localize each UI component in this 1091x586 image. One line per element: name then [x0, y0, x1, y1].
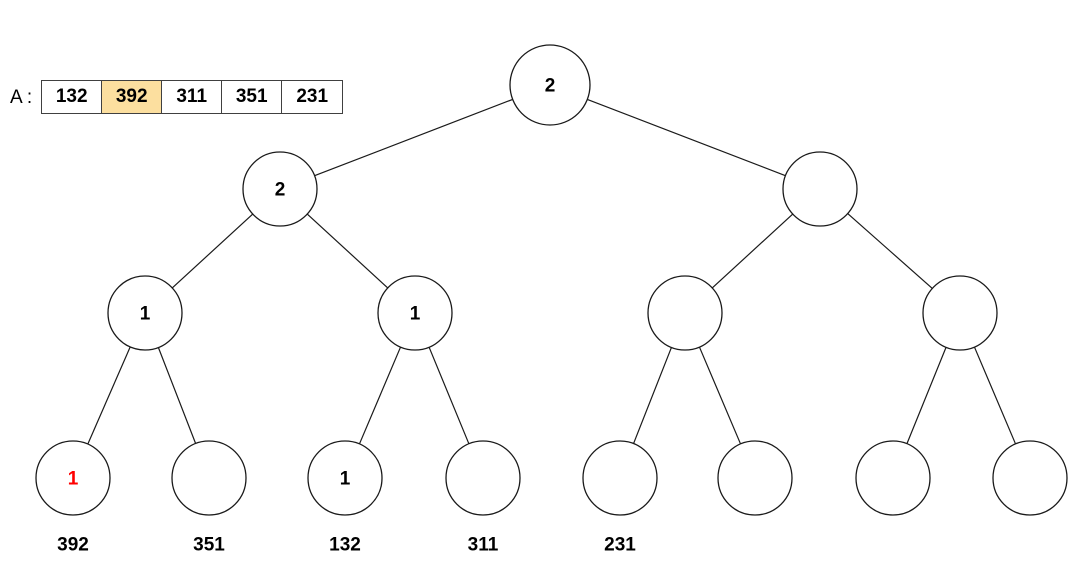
tree-node-n8[interactable]	[171, 440, 247, 516]
tree-edge-n3-n8	[157, 347, 197, 444]
tree-edge-n1-n3	[171, 213, 254, 289]
tree-edge-n6-n13	[906, 347, 947, 444]
node-circle-n7	[35, 440, 111, 516]
node-circle-n13	[855, 440, 931, 516]
node-value-n0: 2	[545, 76, 556, 97]
tree-node-n11[interactable]	[582, 440, 658, 516]
tree-edge-n2-n6	[847, 213, 933, 289]
leaf-label-n9: 132	[329, 535, 361, 556]
node-circle-n9	[307, 440, 383, 516]
tree-node-n14[interactable]	[992, 440, 1068, 516]
tree-edge-n5-n12	[698, 346, 742, 445]
tree-edge-n5-n11	[633, 347, 672, 444]
tree-nodes-group: 2 2 1 1 1 1	[35, 44, 1068, 516]
node-circle-n8	[171, 440, 247, 516]
tree-node-n4[interactable]: 1	[377, 275, 453, 351]
node-circle-n0	[509, 44, 591, 126]
node-value-n4: 1	[410, 304, 421, 325]
node-value-n7: 1	[68, 469, 79, 490]
leaf-label-n10: 311	[468, 535, 499, 556]
tree-node-n7[interactable]: 1	[35, 440, 111, 516]
tree-node-n13[interactable]	[855, 440, 931, 516]
tree-node-n2[interactable]	[782, 151, 858, 227]
node-circle-n6	[922, 275, 998, 351]
node-circle-n1	[242, 151, 318, 227]
array-name-label: A :	[10, 86, 33, 108]
leaf-label-n7: 392	[57, 535, 89, 556]
tree-edge-n4-n10	[428, 346, 470, 445]
tree-node-n3[interactable]: 1	[107, 275, 183, 351]
leaf-label-n8: 351	[193, 535, 225, 556]
tree-edge-n6-n14	[973, 346, 1017, 445]
node-circle-n11	[582, 440, 658, 516]
node-circle-n2	[782, 151, 858, 227]
tree-edge-n2-n5	[711, 213, 794, 289]
tree-edge-n0-n2	[587, 98, 786, 177]
node-circle-n14	[992, 440, 1068, 516]
tree-edge-n1-n4	[306, 213, 389, 289]
array-cell-0[interactable]: 132	[42, 81, 103, 113]
array-cell-4[interactable]: 231	[282, 81, 343, 113]
array-cell-3[interactable]: 351	[222, 81, 283, 113]
leaf-label-n11: 231	[604, 535, 636, 556]
node-circle-n10	[445, 440, 521, 516]
tree-edge-n0-n1	[314, 98, 513, 177]
tree-edge-n4-n9	[358, 346, 402, 445]
tree-edges-group	[87, 98, 1017, 445]
tree-node-n10[interactable]	[445, 440, 521, 516]
tree-node-n0[interactable]: 2	[509, 44, 591, 126]
tree-node-n5[interactable]	[647, 275, 723, 351]
node-circle-n4	[377, 275, 453, 351]
tree-node-n1[interactable]: 2	[242, 151, 318, 227]
node-value-n3: 1	[140, 304, 151, 325]
node-circle-n3	[107, 275, 183, 351]
node-value-n9: 1	[340, 469, 351, 490]
tree-edge-n3-n7	[87, 346, 131, 445]
node-circle-n5	[647, 275, 723, 351]
array-cell-2[interactable]: 311	[162, 81, 223, 113]
tree-node-n9[interactable]: 1	[307, 440, 383, 516]
array-cell-1[interactable]: 392	[102, 81, 163, 113]
tree-node-n6[interactable]	[922, 275, 998, 351]
node-circle-n12	[717, 440, 793, 516]
node-value-n1: 2	[275, 180, 286, 201]
tree-node-n12[interactable]	[717, 440, 793, 516]
leaf-labels-group: 392 351 132 311 231	[57, 535, 636, 556]
